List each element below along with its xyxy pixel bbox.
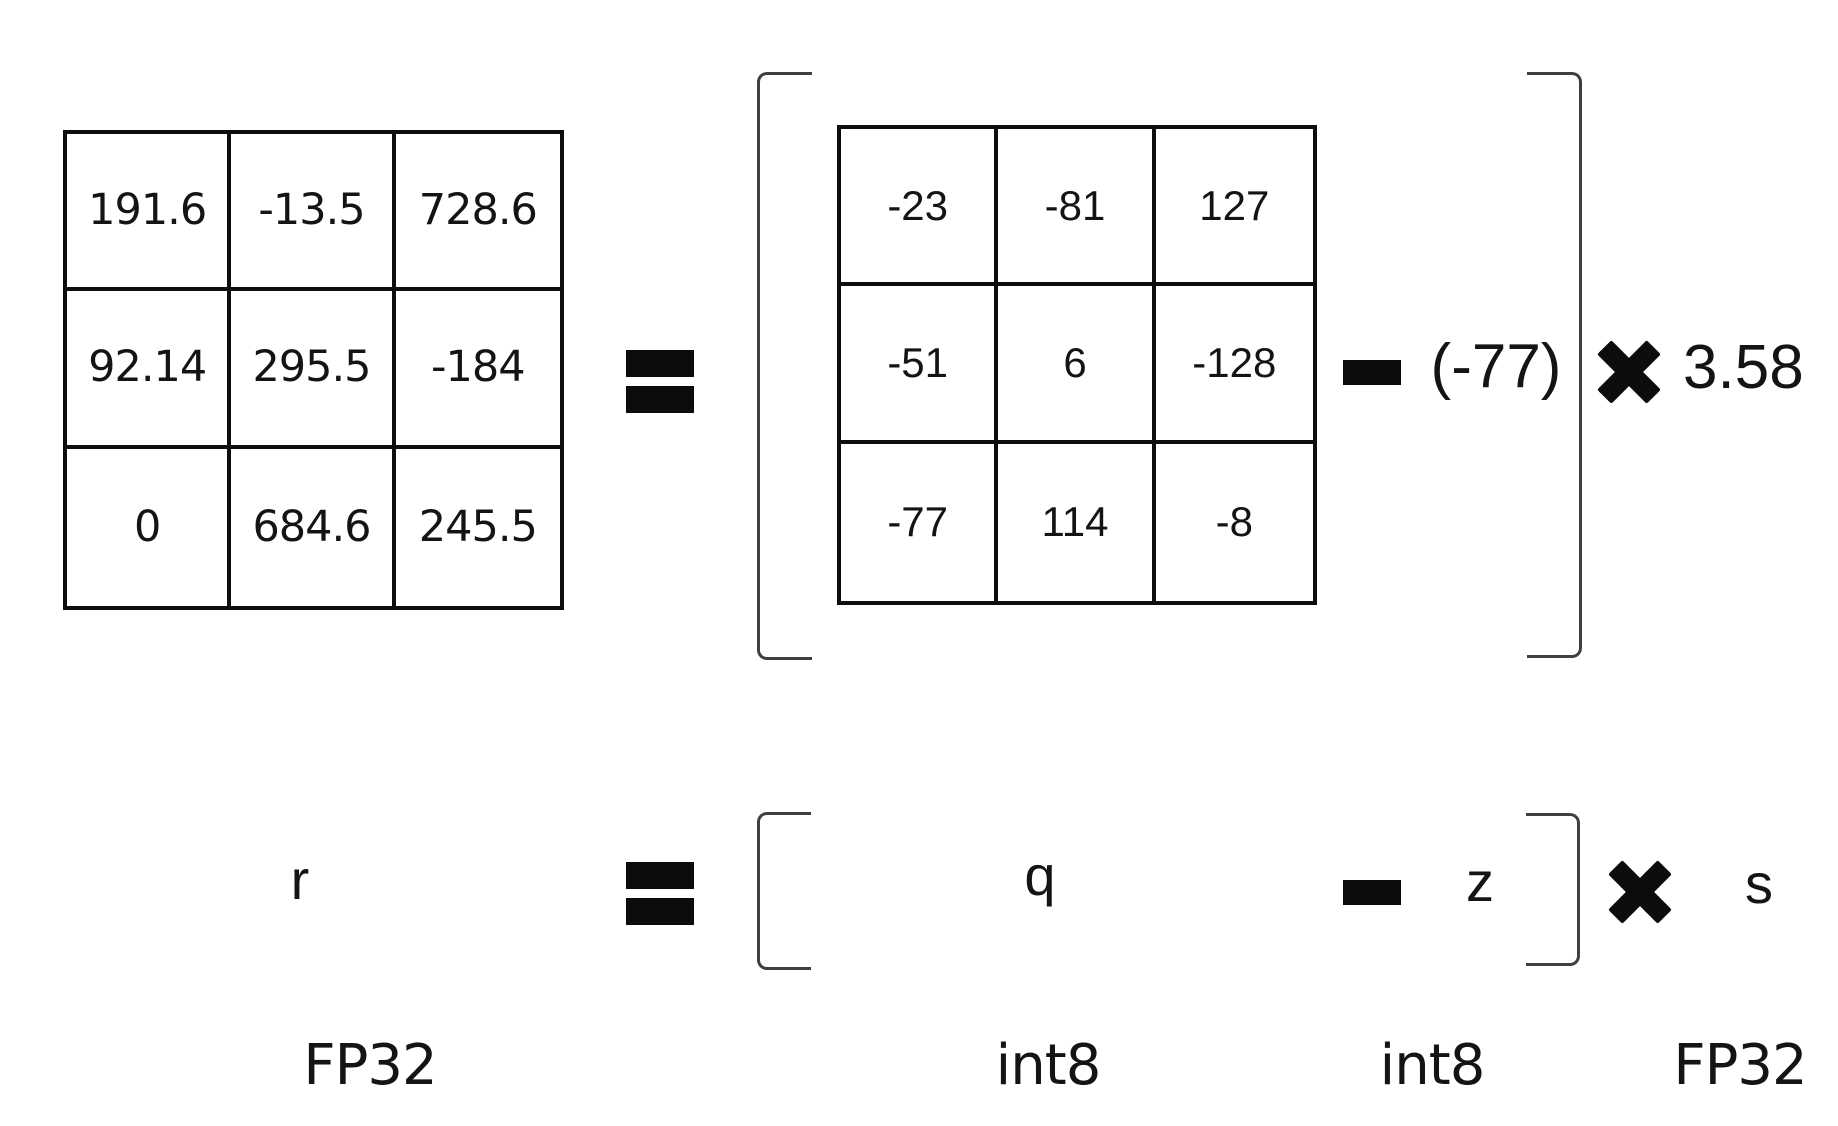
close-bracket-icon [1526,813,1580,966]
symbol-z: z [1466,850,1494,913]
int8-matrix-cell: 127 [1155,129,1313,287]
equals-icon [626,350,694,413]
symbol-s: s [1745,852,1773,915]
fp32-matrix-cell: 245.5 [418,501,538,552]
fp32-matrix-cell: 684.6 [231,448,396,606]
open-bracket-icon [757,72,812,660]
int8-matrix-cell: 114 [998,443,1156,601]
dtype-label-z: int8 [1379,1033,1486,1098]
int8-matrix-cell: -77 [841,443,999,601]
int8-matrix-cell: -81 [998,129,1156,287]
fp32-matrix-cell: 728.6 [395,134,560,292]
int8-matrix-cell: -51 [841,286,999,444]
zero-point-value: (-77) [1430,332,1562,401]
equals-icon [626,862,694,925]
symbol-r: r [290,848,310,911]
fp32-matrix-cell: -13.5 [231,134,396,292]
symbol-q: q [1024,844,1056,907]
int8-matrix-cell: -8 [1215,498,1253,546]
int8-matrix-cell: -128 [1155,286,1313,444]
dtype-label-r: FP32 [303,1033,437,1098]
scale-value: 3.58 [1683,333,1804,402]
int8-matrix-cell: 6 [998,286,1156,444]
fp32-matrix-cell: 295.5 [231,291,396,449]
dtype-label-s: FP32 [1673,1033,1807,1098]
close-bracket-icon [1527,72,1582,658]
int8-matrix-cell: -23 [841,129,999,287]
multiply-icon [1608,860,1672,924]
fp32-matrix: 191.6 -13.5 728.6 92.14 295.5 -184 0 684… [63,130,564,610]
minus-icon [1343,880,1401,905]
multiply-icon [1597,340,1661,404]
fp32-matrix-cell: 191.6 [67,134,232,292]
dtype-label-q: int8 [995,1033,1102,1098]
open-bracket-icon [757,812,811,970]
fp32-matrix-cell: 92.14 [67,291,232,449]
minus-icon [1343,360,1401,385]
int8-matrix: -23 -81 127 -51 6 -128 -77 114 -8 [837,125,1317,605]
fp32-matrix-cell: -184 [395,291,560,449]
fp32-matrix-cell: 0 [67,448,232,606]
